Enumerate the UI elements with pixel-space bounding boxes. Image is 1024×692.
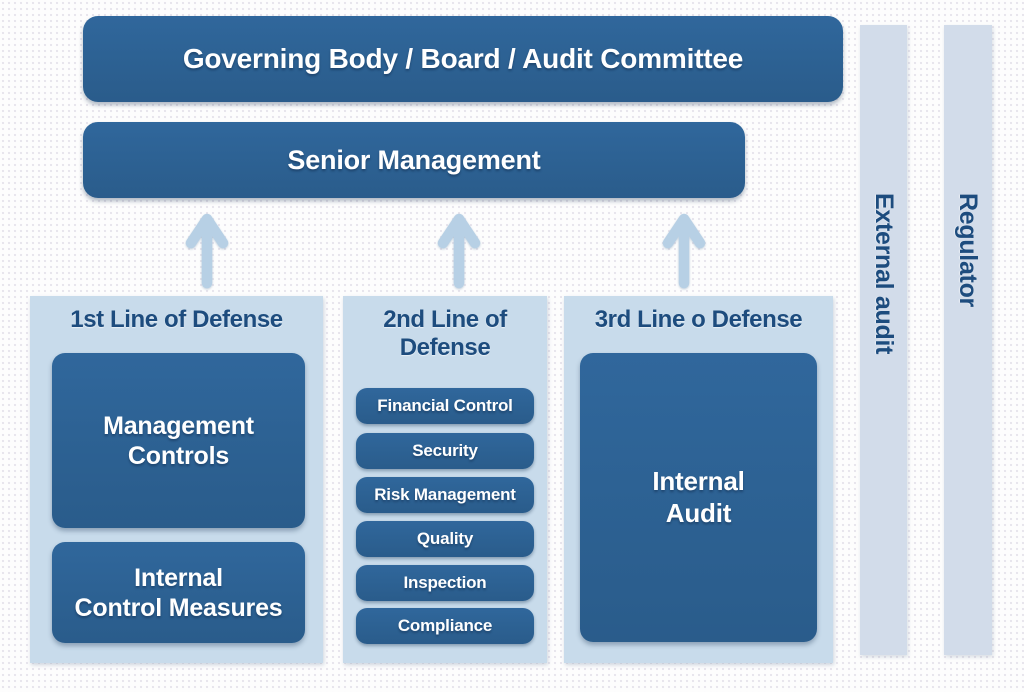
first-line-header: 1st Line of Defense [70, 306, 283, 333]
governing-body-box: Governing Body / Board / Audit Committee [83, 16, 843, 102]
external-audit-bar: External audit [860, 25, 907, 655]
up-arrow-icon [184, 211, 230, 289]
second-line-panel: 2nd Line of Defense Financial Control Se… [343, 296, 547, 663]
function-pill-quality: Quality [356, 521, 534, 557]
first-line-panel: 1st Line of Defense Management Controls … [30, 296, 323, 663]
function-pill-compliance: Compliance [356, 608, 534, 644]
function-pill-financial-control: Financial Control [356, 388, 534, 424]
function-pill-risk-management: Risk Management [356, 477, 534, 513]
third-line-panel: 3rd Line o Defense Internal Audit [564, 296, 833, 663]
external-audit-label: External audit [869, 193, 898, 355]
internal-control-measures-box: Internal Control Measures [52, 542, 305, 643]
function-pill-security: Security [356, 433, 534, 469]
management-controls-box: Management Controls [52, 353, 305, 528]
regulator-label: Regulator [954, 193, 982, 307]
senior-management-box: Senior Management [83, 122, 745, 198]
regulator-bar: Regulator [944, 25, 992, 655]
up-arrow-icon [661, 211, 707, 289]
function-pill-inspection: Inspection [356, 565, 534, 601]
second-line-header: 2nd Line of Defense [383, 306, 507, 362]
third-line-header: 3rd Line o Defense [594, 306, 803, 333]
internal-audit-box: Internal Audit [580, 353, 817, 642]
up-arrow-icon [436, 211, 482, 289]
